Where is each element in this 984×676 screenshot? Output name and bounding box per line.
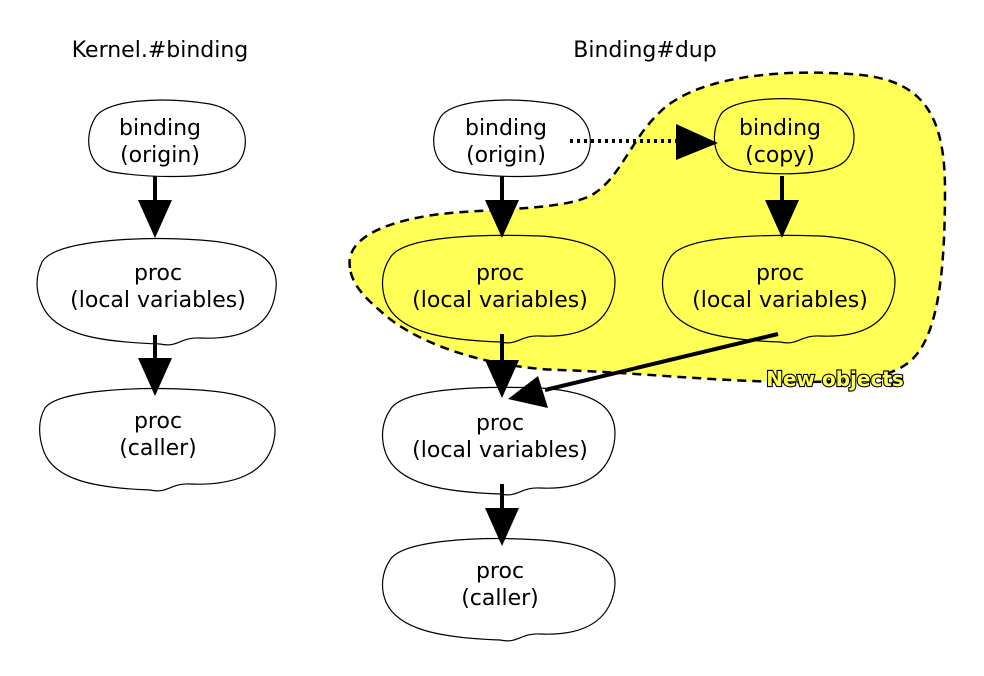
left-node-proc-local-variables: proc (local variables) bbox=[36, 238, 277, 346]
arrow-shared-proc-to-caller bbox=[485, 484, 519, 546]
arrow-origin-to-proc bbox=[485, 176, 519, 238]
node-line2: (caller) bbox=[119, 436, 197, 461]
arrow-copy-to-proc bbox=[765, 176, 799, 238]
node-line2: (local variables) bbox=[412, 288, 588, 313]
right-node-proc-local-variables-shared: proc (local variables) bbox=[381, 386, 616, 496]
node-line2: (local variables) bbox=[70, 288, 246, 313]
node-line1: proc bbox=[476, 261, 524, 286]
left-node-proc-caller: proc (caller) bbox=[39, 387, 276, 492]
right-node-binding-copy: binding (copy) bbox=[713, 98, 855, 175]
node-line2: (origin) bbox=[466, 143, 546, 168]
left-node-binding-origin: binding (origin) bbox=[88, 99, 246, 178]
right-node-proc-local-variables-copy: proc (local variables) bbox=[661, 234, 896, 344]
node-line1: binding bbox=[739, 116, 821, 141]
arrow-proc-to-shared-proc bbox=[485, 334, 519, 398]
left-diagram-title: Kernel.#binding bbox=[72, 38, 249, 63]
left-arrow-origin-to-proc bbox=[138, 176, 172, 238]
node-line1: proc bbox=[756, 261, 804, 286]
right-diagram-title: Binding#dup bbox=[573, 38, 716, 63]
node-line1: proc bbox=[476, 411, 524, 436]
left-arrow-proc-to-caller bbox=[138, 335, 172, 396]
right-node-binding-origin: binding (origin) bbox=[433, 99, 591, 178]
node-line1: binding bbox=[119, 116, 201, 141]
node-line2: (local variables) bbox=[692, 288, 868, 313]
arrow-origin-to-copy-dotted bbox=[570, 124, 718, 160]
node-line1: proc bbox=[134, 261, 182, 286]
node-line2: (local variables) bbox=[412, 438, 588, 463]
arrow-copy-proc-to-shared-proc bbox=[508, 332, 779, 408]
right-node-proc-caller: proc (caller) bbox=[381, 538, 616, 642]
node-line2: (origin) bbox=[120, 143, 200, 168]
right-node-proc-local-variables-origin: proc (local variables) bbox=[381, 234, 616, 344]
new-objects-label: New objects bbox=[766, 367, 904, 391]
node-line1: proc bbox=[134, 409, 182, 434]
node-line1: proc bbox=[476, 559, 524, 584]
node-line2: (copy) bbox=[745, 143, 815, 168]
node-line1: binding bbox=[465, 116, 547, 141]
node-line2: (caller) bbox=[461, 586, 539, 611]
